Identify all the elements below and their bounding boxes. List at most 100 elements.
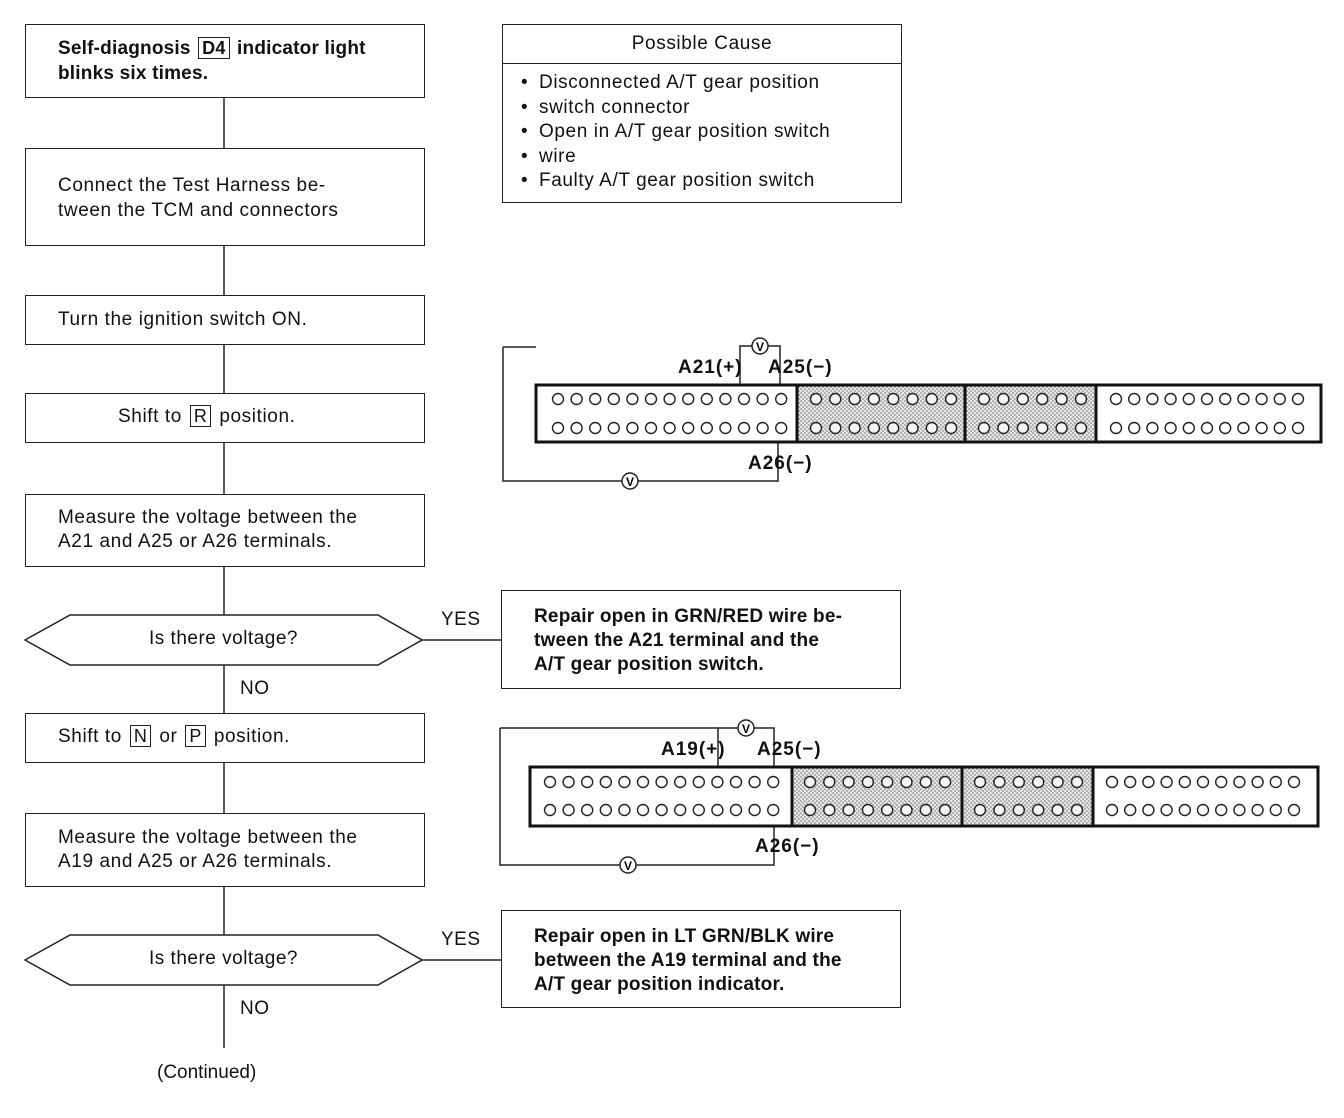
decision2-question: Is there voltage?: [149, 948, 298, 969]
no2-label: NO: [240, 998, 270, 1019]
connector-pin: [551, 392, 565, 406]
connector-pin: [562, 803, 575, 817]
connector2-diagram: [499, 719, 1320, 874]
connector-pin: [1142, 775, 1155, 789]
connector-pin: [1291, 392, 1305, 406]
connector-pin: [551, 421, 565, 435]
connector-pin: [607, 392, 620, 406]
connector-pin: [809, 392, 823, 406]
connector-pin: [1051, 775, 1064, 789]
step7-text-line2: A19 and A25 or A26 terminals.: [58, 851, 333, 872]
step5-text-line2: A21 and A25 or A26 terminals.: [58, 531, 333, 552]
repair1-text-line1: Repair open in GRN/RED wire be-: [534, 606, 843, 627]
connector-pin: [636, 775, 650, 789]
connector-pin: [944, 392, 958, 406]
voltmeter-icon: [751, 337, 769, 355]
repair1-text-line3: A/T gear position switch.: [534, 654, 764, 675]
r-position-key: R: [189, 405, 212, 427]
connector-pin: [719, 421, 732, 435]
connector-pin: [906, 421, 919, 435]
connector-pin: [938, 803, 952, 817]
c2-a26-label: A26(−): [755, 836, 820, 857]
step6-text: or: [159, 726, 178, 747]
connector-pin: [589, 421, 602, 435]
step6-text: Shift to: [58, 726, 122, 747]
connector-pin: [663, 392, 676, 406]
connector-pin: [993, 803, 1006, 817]
connector-pin: [993, 775, 1006, 789]
connector-pin: [767, 775, 780, 789]
connector-pin: [829, 392, 842, 406]
connector-pin: [887, 421, 900, 435]
connector-pin: [997, 392, 1010, 406]
connector-pin: [1142, 803, 1155, 817]
step-ignition-on: Turn the ignition switch ON.: [25, 295, 425, 345]
c2-a25-label: A25(−): [757, 739, 822, 760]
connector-pin: [607, 421, 620, 435]
connector-pin: [1074, 392, 1088, 406]
connector-pin: [570, 392, 583, 406]
connector-pin: [1055, 392, 1068, 406]
connector-pin: [1123, 775, 1137, 789]
connector-pin: [867, 392, 881, 406]
connector-pin: [748, 803, 761, 817]
connector-pin: [1035, 421, 1049, 435]
connector-pin: [1251, 803, 1264, 817]
step7-text-line1: Measure the voltage between the: [58, 827, 358, 848]
connector-pin: [1287, 803, 1301, 817]
repair2-text-line3: A/T gear position indicator.: [534, 974, 785, 995]
connector-pin: [1237, 421, 1250, 435]
connector-pin: [900, 803, 913, 817]
connector-pin: [1146, 392, 1159, 406]
connector-pin: [1218, 392, 1232, 406]
c1-a25-label: A25(−): [768, 357, 833, 378]
connector-pin: [1070, 803, 1084, 817]
connector-pin: [887, 392, 900, 406]
connector-pin: [1287, 775, 1301, 789]
connector-pin: [626, 421, 639, 435]
connector-pin: [748, 775, 761, 789]
voltmeter-symbol: V: [624, 859, 632, 873]
connector-pin: [1291, 421, 1305, 435]
connector-pin: [906, 392, 919, 406]
voltmeter-symbol: V: [626, 475, 634, 489]
connector1-pins: [551, 392, 1305, 435]
step4-text: position.: [219, 406, 296, 427]
step3-text: Turn the ignition switch ON.: [58, 309, 308, 330]
step1-text: indicator light: [237, 38, 366, 59]
connector-pin: [919, 803, 932, 817]
connector-pin: [711, 803, 724, 817]
connector-pin: [618, 775, 631, 789]
cause-item-cont: switch connector: [517, 96, 830, 121]
connector-pin: [663, 421, 676, 435]
cause-item: Open in A/T gear position switch: [517, 120, 830, 145]
connector-pin: [1273, 421, 1287, 435]
connector-pin: [543, 775, 557, 789]
possible-cause-title: Possible Cause: [503, 25, 901, 64]
c1-a26-label: A26(−): [748, 453, 813, 474]
step-shift-n-or-p: Shift to N or P position.: [25, 713, 425, 763]
connector-pin: [737, 421, 751, 435]
cause-item-cont: wire: [517, 145, 830, 170]
connector-pin: [1160, 803, 1173, 817]
connector-pin: [775, 421, 788, 435]
connector-pin: [756, 421, 769, 435]
connector-pin: [692, 803, 705, 817]
connector-pin: [1233, 775, 1246, 789]
connector-pin: [711, 775, 724, 789]
connector-pin: [823, 803, 836, 817]
step1-text-line2: blinks six times.: [58, 63, 209, 84]
connector-pin: [1214, 803, 1228, 817]
connector-pin: [977, 392, 991, 406]
repair2-text-line2: between the A19 terminal and the: [534, 950, 842, 971]
connector-pin: [1031, 803, 1045, 817]
connector-pin: [729, 775, 743, 789]
connector-pin: [1178, 803, 1192, 817]
connector-pin: [589, 392, 602, 406]
connector-pin: [1218, 421, 1232, 435]
connector-pin: [1127, 421, 1141, 435]
voltmeter-icon: [621, 472, 639, 490]
connector-pin: [1255, 392, 1268, 406]
connector-pin: [775, 392, 788, 406]
